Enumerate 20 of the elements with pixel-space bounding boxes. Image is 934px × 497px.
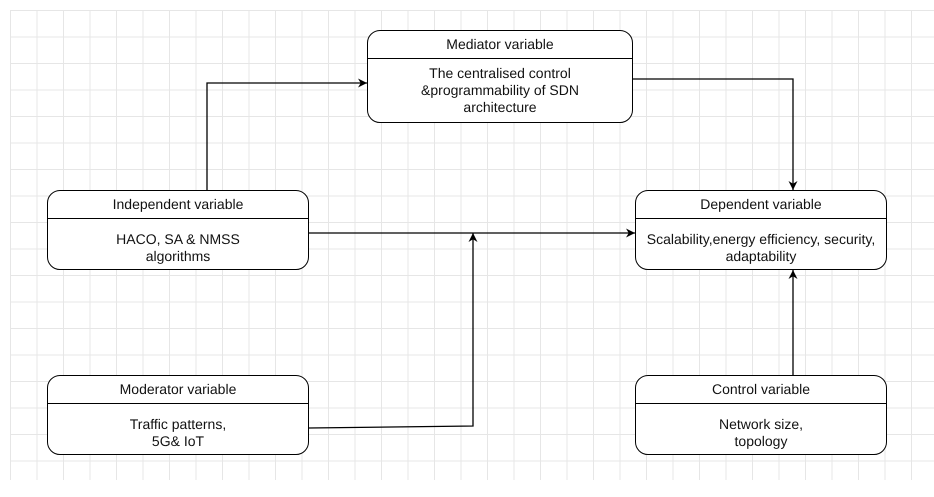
arrow xyxy=(633,78,798,190)
box-text: Scalability,energy efficiency, security, adaptability xyxy=(646,231,876,265)
box-text: The centralised control &programmability of SDN architecture xyxy=(420,65,580,116)
box-text: Traffic patterns, 5G& IoT xyxy=(128,416,228,450)
box-text: HACO, SA & NMSS algorithms xyxy=(115,231,241,265)
box-text: Network size, topology xyxy=(718,416,804,450)
box-heading: Mediator variable xyxy=(445,36,555,53)
box-heading: Dependent variable xyxy=(699,196,823,213)
arrow xyxy=(788,270,798,375)
box-heading: Moderator variable xyxy=(118,381,238,398)
variable-box xyxy=(367,30,633,123)
arrow xyxy=(309,233,478,429)
arrow xyxy=(309,228,635,238)
box-heading: Independent variable xyxy=(112,196,244,213)
variable-box xyxy=(635,190,887,270)
arrow xyxy=(206,78,367,190)
variable-box xyxy=(47,375,309,455)
variable-box xyxy=(47,190,309,270)
box-heading: Control variable xyxy=(710,381,812,398)
variable-box xyxy=(635,375,887,455)
